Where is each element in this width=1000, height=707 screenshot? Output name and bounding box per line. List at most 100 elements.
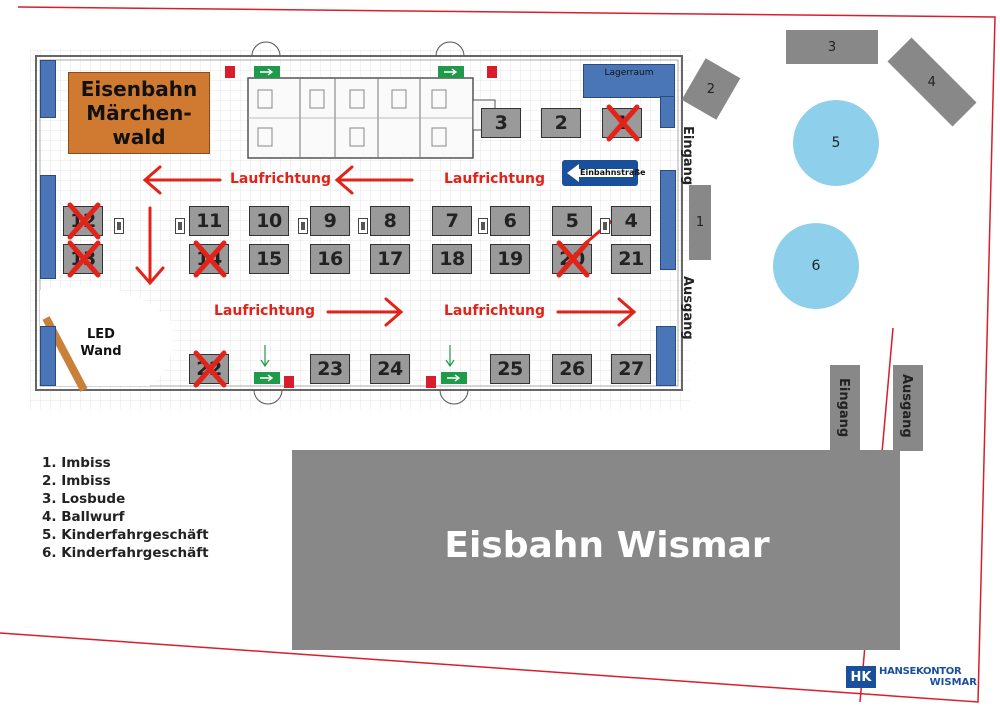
booth-number: 7	[445, 210, 459, 232]
legend-item-3: 3. Losbude	[42, 491, 126, 507]
stand-marker	[358, 218, 368, 234]
booth-number: 11	[196, 210, 222, 232]
booth-25: 25	[490, 354, 530, 384]
booth-number: 17	[377, 248, 403, 270]
wall-panel-right-mid	[660, 170, 676, 270]
booth-20: 20	[552, 240, 592, 278]
wall-panel-left-bottom	[40, 326, 56, 386]
booth-number: 27	[618, 358, 644, 380]
booth-6: 6	[490, 206, 530, 236]
legend-item-5: 5. Kinderfahrgeschäft	[42, 527, 209, 543]
legend-item-4: 4. Ballwurf	[42, 509, 125, 525]
booth-number: 26	[559, 358, 585, 380]
booth-number: 8	[383, 210, 397, 232]
booth-7: 7	[432, 206, 472, 236]
booth-22: 22	[189, 350, 229, 388]
legend-item-6: 6. Kinderfahrgeschäft	[42, 545, 209, 561]
booth-21: 21	[611, 244, 651, 274]
booth-number: 12	[70, 210, 96, 232]
booth-8: 8	[370, 206, 410, 236]
fire-extinguisher-icons	[225, 66, 497, 388]
storage-room	[583, 64, 675, 98]
booth-10: 10	[249, 206, 289, 236]
booth-19: 19	[490, 244, 530, 274]
booth-number: 1	[615, 112, 629, 134]
direction-label-1: Laufrichtung	[230, 171, 332, 187]
ride-6-label: 6	[811, 258, 821, 274]
arrow-left-2	[334, 165, 414, 195]
legend-item-2: 2. Imbiss	[42, 473, 111, 489]
legend: 1. Imbiss 2. Imbiss 3. Losbude 4. Ballwu…	[42, 454, 209, 562]
direction-label-3: Laufrichtung	[214, 303, 316, 319]
outdoor-stand-1: 1	[689, 185, 711, 260]
sanitary-block	[247, 77, 496, 159]
property-boundary	[0, 6, 996, 703]
direction-label-4: Laufrichtung	[444, 303, 546, 319]
doors-bottom	[253, 389, 469, 405]
storage-room-label: Lagerraum	[604, 68, 654, 78]
one-way-sign-label: Einbahnstraße	[580, 168, 646, 177]
booth-26: 26	[552, 354, 592, 384]
attraction-eisenbahn-maerchenwald: Eisenbahn Märchen- wald	[68, 72, 210, 154]
booth-27: 27	[611, 354, 651, 384]
stand-marker	[298, 218, 308, 234]
booth-9: 9	[310, 206, 350, 236]
booth-18: 18	[432, 244, 472, 274]
wall-panel-left-mid	[40, 175, 56, 279]
booth-number: 21	[618, 248, 644, 270]
booth-number: 24	[377, 358, 403, 380]
outdoor-stand-2-label: 2	[706, 81, 716, 97]
wall-panel-right-bottom	[656, 326, 676, 386]
booth-5: 5	[552, 206, 592, 236]
wall-panel-left-top	[40, 60, 56, 118]
outdoor-stand-1-label: 1	[695, 215, 705, 230]
booth-number: 20	[559, 248, 585, 270]
ice-rink-entrance-label: Eingang	[836, 378, 851, 438]
attraction-line-2: Märchen-	[86, 101, 192, 125]
stand-marker	[478, 218, 488, 234]
ice-rink-exit-tab	[893, 365, 923, 451]
outdoor-stand-4-label: 4	[927, 74, 937, 90]
ice-rink-name: Eisbahn Wismar	[444, 525, 770, 566]
booth-15: 15	[249, 244, 289, 274]
booth-23: 23	[310, 354, 350, 384]
booth-2: 2	[541, 108, 581, 138]
booth-number: 16	[317, 248, 343, 270]
direction-label-2: Laufrichtung	[444, 171, 546, 187]
one-way-sign: Einbahnstraße	[562, 160, 646, 186]
arrow-right-2	[556, 297, 637, 327]
led-wall-line-1: LED	[87, 327, 115, 342]
arrow-down	[135, 206, 165, 286]
ice-rink-exit-label: Ausgang	[899, 374, 914, 438]
ice-rink	[292, 450, 900, 650]
stand-marker	[175, 218, 185, 234]
booth-number: 10	[256, 210, 282, 232]
booth-number: 23	[317, 358, 343, 380]
booth-11: 11	[189, 206, 229, 236]
hall-entrance-label: Eingang	[680, 126, 695, 186]
stand-marker	[114, 218, 124, 234]
logo-line-1: HANSEKONTOR	[879, 666, 962, 677]
booth-12: 12	[63, 202, 103, 240]
logo-line-2: WISMAR	[929, 677, 977, 688]
led-wall-line-2: Wand	[80, 344, 122, 359]
booth-number: 3	[494, 112, 508, 134]
exit-sign-icons	[254, 66, 467, 384]
doors-top	[251, 41, 465, 57]
led-wall-label: LED Wand	[78, 326, 124, 360]
booth-number: 9	[323, 210, 337, 232]
booth-13: 13	[63, 240, 103, 278]
booth-3: 3	[481, 108, 521, 138]
escape-route-icons	[260, 345, 455, 368]
storage-room-extension	[660, 96, 675, 128]
booth-16: 16	[310, 244, 350, 274]
arrow-left-1	[142, 165, 222, 195]
booth-number: 6	[503, 210, 517, 232]
booth-24: 24	[370, 354, 410, 384]
logo-mark: HK	[846, 666, 876, 688]
booth-number: 2	[554, 112, 568, 134]
hansekontor-logo: HK HANSEKONTOR WISMAR	[846, 666, 978, 690]
booth-17: 17	[370, 244, 410, 274]
booth-number: 14	[196, 248, 222, 270]
